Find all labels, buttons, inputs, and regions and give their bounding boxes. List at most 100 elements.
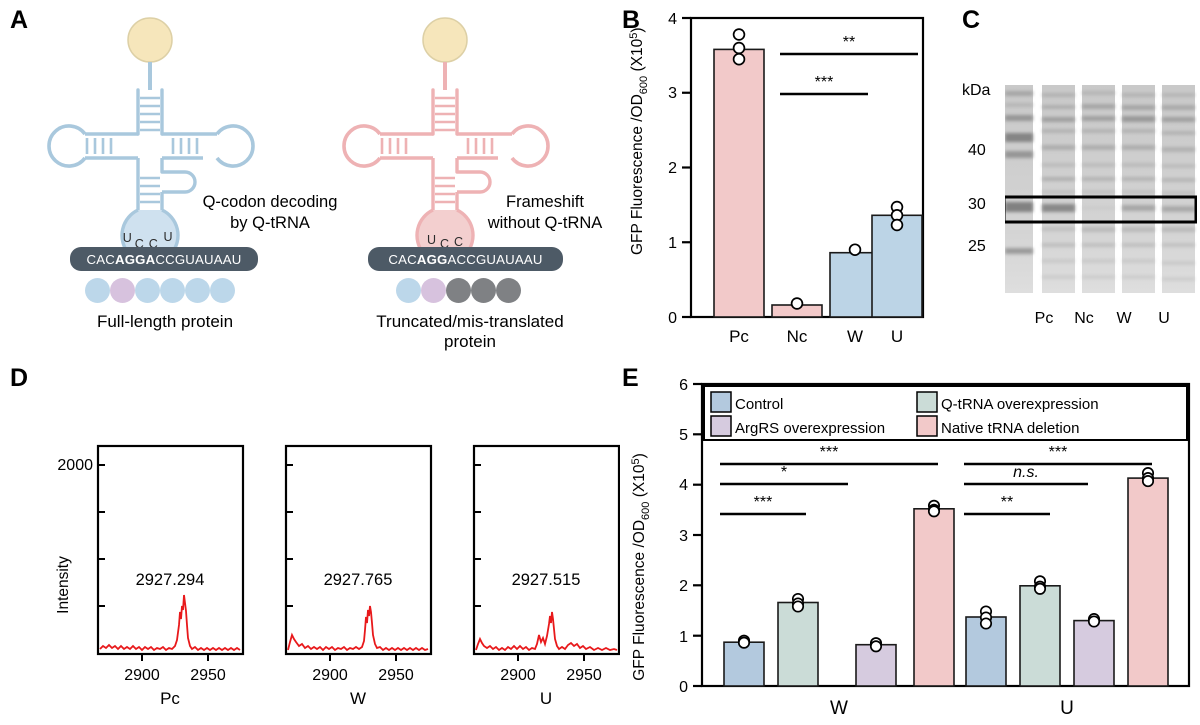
panel-e-bar-w-native: [913, 508, 955, 687]
mrna-pre: CAC: [388, 251, 417, 267]
legend-label-argrs: ArgRS overexpression: [735, 420, 885, 437]
bead: [210, 278, 235, 303]
blot-lane-ladder: [1005, 85, 1033, 293]
panel-e-chart: GFP Fluorescence /OD600 (X105) 0 1 2 3 4…: [630, 377, 1191, 719]
panel-a-left-annotation: Q-codon decoding by Q-tRNA: [180, 192, 360, 233]
legend-label-control: Control: [735, 396, 783, 413]
legend-label-native: Native tRNA deletion: [941, 420, 1079, 437]
panel-e-bar-u-qtrna: [1019, 585, 1061, 687]
panel-e-sig-label-w-1: ***: [820, 444, 839, 461]
panel-e-group-label-u: U: [1060, 698, 1074, 719]
blot-lane-u: [1162, 85, 1195, 293]
panel-b-sig-label-1: **: [843, 34, 855, 51]
panel-d-xlabel-u: U: [540, 689, 552, 708]
panel-a-right-caption: Truncated/mis-translated protein: [340, 312, 600, 353]
blot-lane-nc: [1082, 85, 1115, 293]
panel-d-peak-label-w: 2927.765: [324, 571, 393, 589]
panel-c-marker-25: 25: [968, 238, 986, 255]
svg-text:U C C: U C C: [427, 233, 463, 251]
panel-e-bar-w-qtrna: [777, 601, 819, 687]
svg-text:1: 1: [668, 235, 677, 252]
legend-swatch-qtrna: [916, 391, 938, 413]
bead: [85, 278, 110, 303]
panel-c-lane-label-w: W: [1116, 310, 1132, 327]
panel-d-spectrum-w: 2900 2950 W 2927.765: [284, 444, 433, 708]
panel-c-lane-label-nc: Nc: [1074, 310, 1094, 327]
svg-text:U: U: [891, 327, 903, 346]
panel-letter-b: B: [622, 6, 641, 34]
svg-text:5: 5: [679, 427, 688, 444]
svg-text:W: W: [847, 327, 863, 346]
panel-c-lane-label-pc: Pc: [1034, 310, 1054, 327]
svg-text:0: 0: [668, 310, 677, 327]
annot-line2: by Q-tRNA: [230, 213, 310, 232]
panel-d-xlabel-w: W: [350, 689, 366, 708]
panel-e-sig-label-u-3: **: [1001, 494, 1013, 511]
bead: [446, 278, 471, 303]
bead: [135, 278, 160, 303]
panel-e-sig-label-w-2: *: [781, 464, 787, 481]
panel-e-sig-label-u-1: ***: [1049, 444, 1068, 461]
panel-d-ylabel: Intensity: [55, 556, 72, 614]
legend-swatch-native: [916, 415, 938, 437]
panel-e-yticks: [693, 382, 702, 688]
amino-acid-circle: [127, 17, 173, 63]
panel-e-bar-w-control: [723, 641, 765, 687]
panel-c-highlight-box: [1005, 195, 1197, 224]
svg-text:3: 3: [679, 528, 688, 545]
svg-text:Nc: Nc: [787, 327, 808, 346]
trna-cloverleaf-pink: U C C: [342, 17, 550, 252]
caption-line2: protein: [444, 332, 496, 352]
mrna-post: CCGUAUAAU: [155, 251, 242, 267]
panel-e-ytick-labels: 0 1 2 3 4 5 6: [679, 377, 688, 696]
panel-e-group-label-w: W: [830, 698, 848, 719]
panel-c-marker-40: 40: [968, 142, 986, 159]
blot-lane-w: [1122, 85, 1155, 293]
panel-d-charts: Intensity 2000 2900 2950 Pc 2927.294: [55, 444, 620, 708]
panel-e-sig-label-w-3: ***: [754, 494, 773, 511]
svg-text:2900: 2900: [124, 667, 160, 684]
panel-d-spectrum-u: 2900 2950 U 2927.515: [472, 444, 620, 708]
svg-text:U C C U: U C C U: [123, 230, 173, 251]
svg-text:4: 4: [668, 11, 677, 28]
panel-e-bar-u-native: [1127, 477, 1169, 687]
caption-line1: Truncated/mis-translated: [376, 312, 564, 331]
bead: [421, 278, 446, 303]
svg-text:Pc: Pc: [729, 327, 749, 346]
panel-e-bar-u-argrs: [1073, 619, 1115, 687]
annot-line1: Q-codon decoding: [202, 193, 338, 211]
svg-text:2900: 2900: [312, 667, 348, 684]
panel-b-bar-u: [871, 214, 923, 318]
panel-c-unit-label: kDa: [962, 82, 991, 99]
panel-c-lane-label-u: U: [1158, 310, 1170, 327]
amino-acid-circle: [422, 17, 468, 63]
panel-e-legend: Control ArgRS overexpression Q-tRNA over…: [703, 385, 1188, 441]
blot-lane-pc: [1042, 85, 1075, 293]
svg-text:6: 6: [679, 377, 688, 394]
svg-text:2950: 2950: [190, 667, 226, 684]
panel-b-chart: GFP Fluorescence /OD600 (X105) 0 1 2 3 4…: [628, 11, 925, 346]
bead: [160, 278, 185, 303]
panel-d-xlabel-pc: Pc: [160, 689, 180, 708]
legend-swatch-argrs: [710, 415, 732, 437]
panel-b-yticks: [682, 16, 691, 319]
panel-b-ytick-labels: 0 1 2 3 4: [668, 11, 677, 327]
legend-swatch-control: [710, 391, 732, 413]
svg-text:2950: 2950: [566, 667, 602, 684]
svg-text:4: 4: [679, 477, 688, 494]
legend-label-qtrna: Q-tRNA overexpression: [941, 396, 1099, 413]
annot-line1: Frameshift: [506, 193, 584, 211]
mrna-pre: CAC: [86, 251, 115, 267]
svg-text:2900: 2900: [500, 667, 536, 684]
panel-a-left-caption: Full-length protein: [96, 312, 234, 331]
bead: [110, 278, 135, 303]
panel-b-data-points: [732, 28, 904, 310]
panel-c-blot: [1005, 85, 1197, 293]
panel-d-peak-label-pc: 2927.294: [136, 571, 205, 589]
panel-d-spectrum-pc: 2900 2950 Pc 2927.294: [96, 444, 245, 708]
bead: [185, 278, 210, 303]
panel-letter-e: E: [622, 364, 639, 392]
svg-text:1: 1: [679, 629, 688, 646]
